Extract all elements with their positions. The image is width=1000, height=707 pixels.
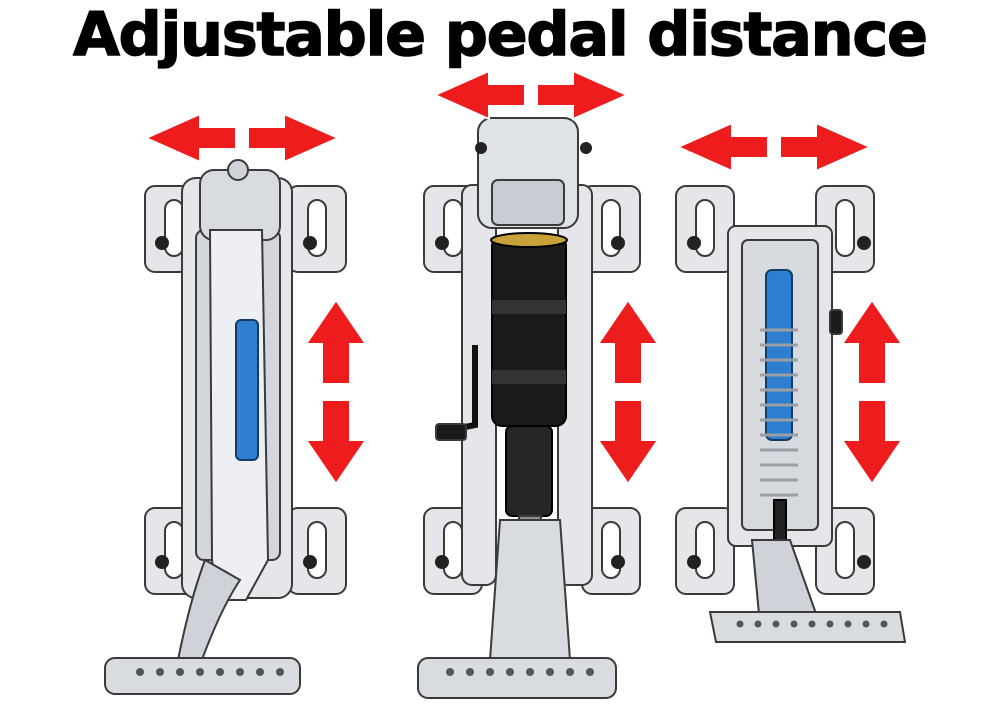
page-title: Adjustable pedal distance (72, 0, 928, 70)
brake-pedal (417, 117, 641, 699)
vertical-arrow-pedal-1 (305, 299, 367, 485)
vertical-arrow-pedal-2 (597, 299, 659, 485)
throttle-pedal (675, 185, 907, 643)
horizontal-arrow-pedal-2 (434, 70, 628, 120)
horizontal-arrow-pedal-1 (145, 113, 339, 163)
vertical-arrow-pedal-3 (841, 299, 903, 485)
horizontal-arrow-pedal-3 (677, 122, 871, 172)
clutch-pedal (104, 159, 347, 695)
